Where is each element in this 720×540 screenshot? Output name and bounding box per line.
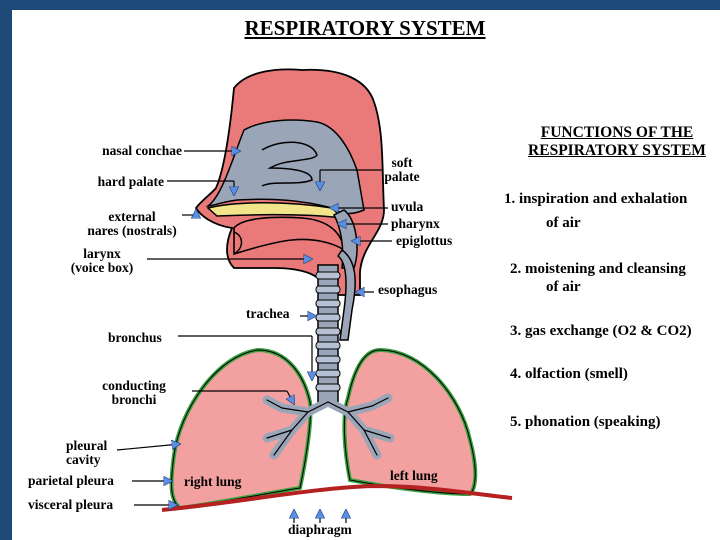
slide: RESPIRATORY SYSTEM FUNCTIONS OF THE RESP… xyxy=(12,10,720,540)
nasal-conchae-shape xyxy=(261,141,318,187)
label-trachea: trachea xyxy=(246,306,290,321)
function-item-5: 5. phonation (speaking) xyxy=(510,414,661,430)
label-parietal-pleura: parietal pleura xyxy=(28,473,114,488)
label-epiglottus: epiglottus xyxy=(396,233,453,248)
functions-heading-line2: RESPIRATORY SYSTEM xyxy=(528,142,706,159)
trachea-shape xyxy=(315,248,356,406)
label-uvula: uvula xyxy=(391,199,424,214)
label-bronchus: bronchus xyxy=(108,330,162,345)
leader-lines xyxy=(116,151,392,523)
function-item-3: 3. gas exchange (O2 & CO2) xyxy=(510,323,692,339)
label-larynx: larynx(voice box) xyxy=(70,246,134,275)
label-hard-palate: hard palate xyxy=(97,174,164,189)
function-item-4: 4. olfaction (smell) xyxy=(510,366,628,382)
label-nasal-conchae: nasal conchae xyxy=(102,143,182,158)
label-pharynx: pharynx xyxy=(391,216,440,231)
head-cross-section xyxy=(194,68,385,296)
respiratory-diagram xyxy=(116,68,513,523)
page-title: RESPIRATORY SYSTEM xyxy=(244,16,486,40)
functions-heading-line1: FUNCTIONS OF THE xyxy=(540,124,694,141)
functions-heading: FUNCTIONS OF THE RESPIRATORY SYSTEM xyxy=(492,124,720,160)
label-esophagus: esophagus xyxy=(378,282,438,297)
label-visceral-pleura: visceral pleura xyxy=(28,497,114,512)
label-right-lung: right lung xyxy=(184,474,242,489)
esophagus-shape xyxy=(336,248,356,341)
label-left-lung: left lung xyxy=(390,468,438,483)
diaphragm-shape xyxy=(161,483,513,512)
mouth xyxy=(233,231,243,255)
label-diaphragm: diaphragm xyxy=(288,522,352,537)
bronchial-tree xyxy=(262,393,395,460)
